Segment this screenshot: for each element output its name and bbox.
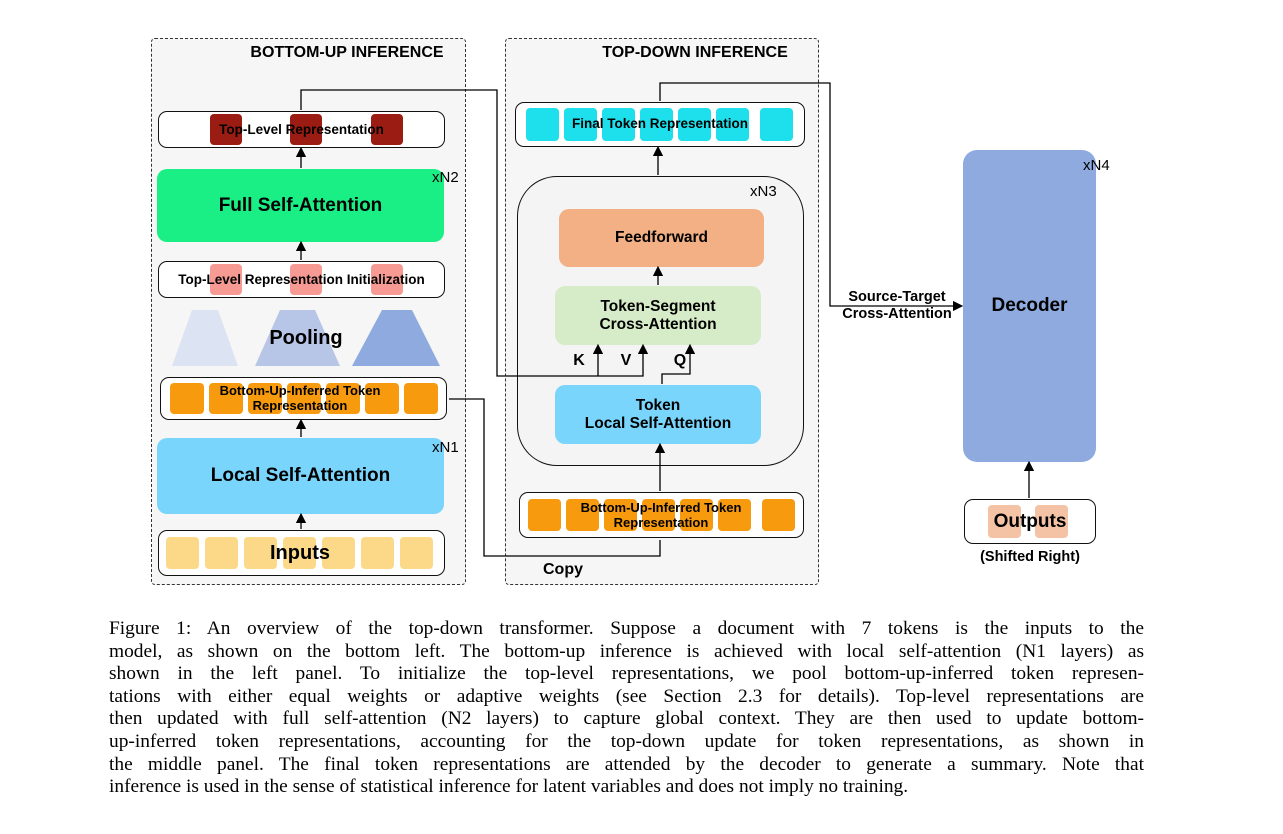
shifted-right-label: (Shifted Right)	[980, 548, 1080, 565]
output-token-2	[1035, 505, 1068, 538]
top-level-init-label: Top-Level Representation Initialization	[178, 271, 425, 287]
bu-token-mid-4	[642, 499, 675, 531]
copy-label: Copy	[543, 560, 583, 578]
outputs-bar	[964, 499, 1096, 544]
final-token-repr-label: Final Token Representation	[571, 115, 749, 131]
output-token-1	[988, 505, 1021, 538]
caption-line-2: model, as shown on the bottom left. The …	[109, 640, 1144, 662]
decoder-block: Decoder	[963, 150, 1096, 462]
bu-token-left-1	[170, 383, 204, 414]
caption-line-7: the middle panel. The final token repres…	[109, 753, 1144, 775]
bu-token-mid-1	[528, 499, 561, 531]
init-token-3	[371, 264, 403, 295]
bu-token-repr-label-left: Bottom-Up-Inferred Token Representation	[219, 382, 381, 413]
pooling-trapezoid-1	[172, 310, 238, 366]
caption-line-1: Figure 1: An overview of the top-down tr…	[109, 618, 1144, 639]
input-token-1	[166, 537, 199, 569]
arrow-v	[598, 343, 649, 377]
pooling-label: Pooling	[269, 326, 343, 349]
caption-line-4: tations with either equal weights or ada…	[109, 685, 1144, 707]
bu-token-mid-3	[604, 499, 637, 531]
source-target-line2: Cross-Attention	[842, 306, 952, 322]
source-target-cross-attention-label: Source-Target Cross-Attention	[830, 286, 964, 326]
figure-caption: Figure 1: An overview of the top-down tr…	[109, 618, 1144, 799]
bu-token-left-6	[365, 383, 399, 414]
bu-token-left-7	[404, 383, 438, 414]
final-token-4	[640, 108, 673, 141]
wire-final-to-decoder	[659, 82, 964, 312]
bu-token-mid-7	[762, 499, 795, 531]
input-token-6	[361, 537, 394, 569]
bu-token-left-5	[326, 383, 360, 414]
caption-line-8: inference is used in the sense of statis…	[109, 776, 909, 798]
final-token-2	[564, 108, 597, 141]
caption-line-5: then updated with full self-attention (N…	[109, 708, 1144, 730]
input-token-2	[205, 537, 238, 569]
bu-token-mid-5	[680, 499, 713, 531]
multiplier-n4: xN4	[1083, 157, 1110, 174]
top-down-title: TOP-DOWN INFERENCE	[602, 44, 788, 61]
source-target-line1: Source-Target	[848, 289, 946, 306]
final-token-3	[602, 108, 635, 141]
full-self-attention-block: Full Self-Attention	[157, 169, 444, 242]
top-level-token-2	[290, 114, 322, 145]
pooling-trapezoid-2	[255, 310, 340, 366]
key-label: K	[573, 351, 585, 369]
input-token-4	[283, 537, 316, 569]
cross-attention-line2: Cross-Attention	[599, 315, 717, 333]
final-token-6	[716, 108, 749, 141]
token-local-self-attention-block: Token Local Self-Attention	[555, 385, 761, 444]
outputs-label: Outputs	[993, 510, 1067, 532]
input-token-3	[244, 537, 277, 569]
final-token-7	[760, 108, 793, 141]
cross-attention-line1: Token-Segment	[600, 297, 716, 315]
token-segment-cross-attention-block: Token-Segment Cross-Attention	[555, 286, 761, 345]
token-local-line2: Local Self-Attention	[584, 414, 732, 432]
feedforward-block: Feedforward	[559, 209, 764, 267]
inputs-label: Inputs	[270, 541, 330, 564]
query-label: Q	[673, 351, 687, 369]
bu-token-mid-2	[566, 499, 599, 531]
multiplier-n1: xN1	[432, 439, 459, 456]
pooling-shapes	[172, 310, 440, 366]
arrow-q	[661, 343, 696, 384]
top-level-representation-label: Top-Level Representation	[219, 121, 384, 137]
wire-copy	[449, 398, 661, 557]
caption-line-3: shown in the left panel. To initialize t…	[109, 663, 1144, 685]
init-token-2	[290, 264, 322, 295]
init-token-1	[210, 264, 242, 295]
token-local-line1: Token	[635, 396, 681, 414]
local-self-attention-block: Local Self-Attention	[157, 438, 444, 514]
wire-top-level-to-kv	[300, 89, 598, 377]
caption-line-6: up-inferred token representations, accou…	[109, 730, 1144, 752]
bottom-up-title: BOTTOM-UP INFERENCE	[250, 44, 444, 61]
top-level-token-3	[371, 114, 403, 145]
input-token-5	[322, 537, 355, 569]
bu-token-repr-label-middle: Bottom-Up-Inferred Token Representation	[580, 499, 742, 530]
bu-token-left-2	[209, 383, 243, 414]
multiplier-n2: xN2	[432, 169, 459, 186]
final-token-5	[678, 108, 711, 141]
connector-lines	[295, 82, 1035, 557]
final-token-1	[526, 108, 559, 141]
multiplier-n3: xN3	[750, 183, 777, 200]
bu-token-left-4	[287, 383, 321, 414]
bu-token-left-3	[248, 383, 282, 414]
pooling-trapezoid-3	[352, 310, 440, 366]
bu-token-mid-6	[718, 499, 751, 531]
top-level-token-1	[210, 114, 242, 145]
value-label: V	[620, 351, 632, 369]
input-token-7	[400, 537, 433, 569]
